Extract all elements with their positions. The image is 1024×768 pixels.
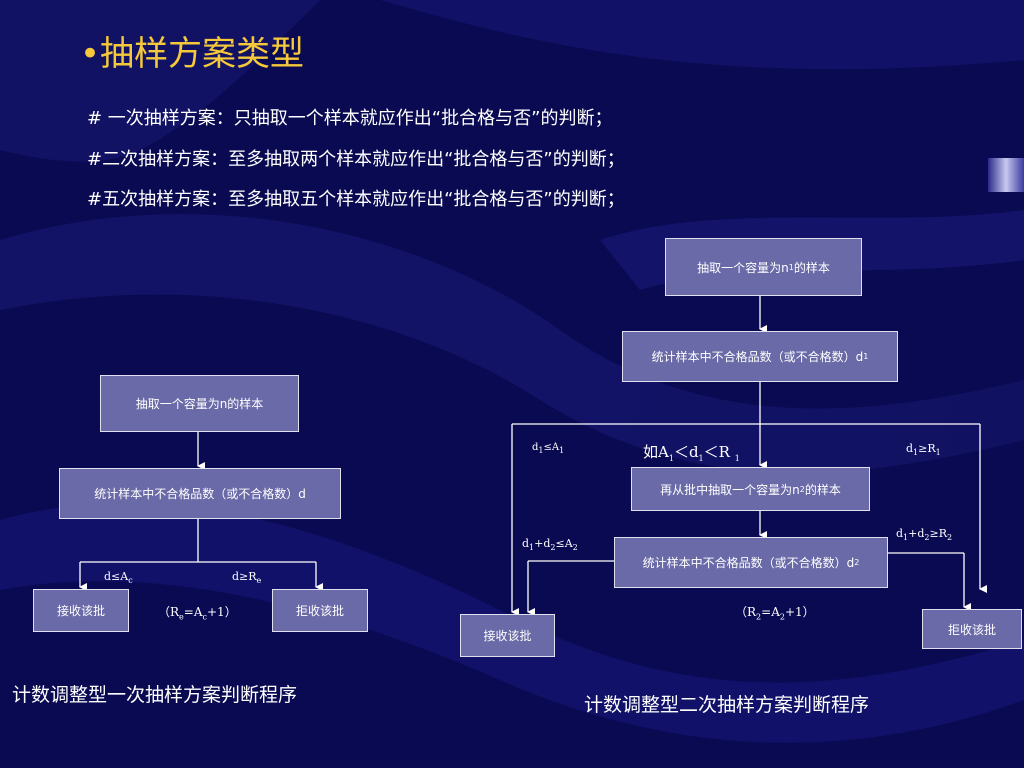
- single-reject-box: 拒收该批: [272, 589, 368, 632]
- double-continue-condition: 如A1＜d1＜R 1: [643, 443, 740, 463]
- double-reject1-condition: d1≥R1: [906, 442, 941, 458]
- single-sample-box: 抽取一个容量为n的样本: [100, 375, 299, 432]
- double-relation: （R2=A2+1）: [735, 605, 815, 622]
- definition-five: #五次抽样方案：至多抽取五个样本就应作出“批合格与否”的判断；: [87, 189, 625, 210]
- definition-single: # 一次抽样方案：只抽取一个样本就应作出“批合格与否”的判断；: [87, 108, 613, 129]
- double-accept2-condition: d1+d2≤A2: [522, 537, 578, 553]
- double-accept-box: 接收该批: [460, 614, 555, 657]
- double-caption: 计数调整型二次抽样方案判断程序: [584, 694, 870, 716]
- decorative-tab: [988, 158, 1024, 192]
- double-reject-box: 拒收该批: [922, 609, 1022, 649]
- double-reject2-condition: d1+d2≥R2: [896, 527, 953, 543]
- single-relation: （Re=Ac+1）: [158, 605, 237, 622]
- single-accept-box: 接收该批: [33, 589, 129, 632]
- double-accept1-condition: d1≤A1: [532, 442, 565, 455]
- single-caption: 计数调整型一次抽样方案判断程序: [12, 684, 298, 706]
- single-count-box: 统计样本中不合格品数（或不合格数）d: [59, 468, 341, 519]
- slide-title: •抽样方案类型: [80, 34, 305, 74]
- single-reject-condition: d≥Re: [232, 570, 262, 586]
- definition-double: #二次抽样方案：至多抽取两个样本就应作出“批合格与否”的判断；: [87, 149, 625, 170]
- single-accept-condition: d≤Ac: [104, 570, 133, 586]
